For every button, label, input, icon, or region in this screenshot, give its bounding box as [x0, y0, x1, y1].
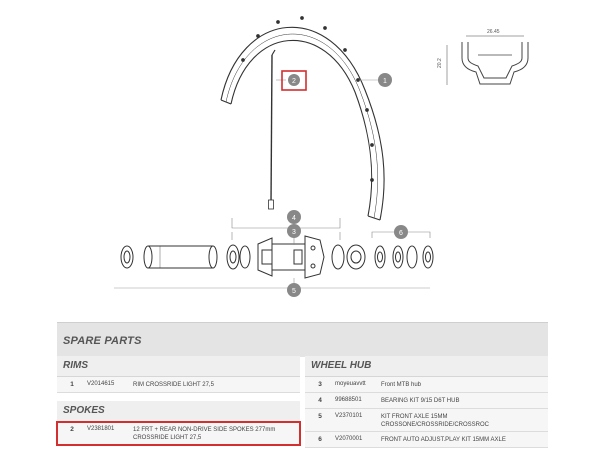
spare-parts-panel: SPARE PARTS RIMS 1 V2014615 RIM CROSSRID… — [56, 322, 548, 450]
part-reference: V2370101 — [335, 413, 363, 419]
left-column: RIMS 1 V2014615 RIM CROSSRIDE LIGHT 27,5… — [56, 356, 301, 446]
part-description: 12 FRT + REAR NON-DRIVE SIDE SPOKES 277m… — [133, 427, 276, 441]
callout-4: 4 — [287, 210, 301, 224]
callout-5-label: 5 — [292, 288, 296, 295]
part-description: BEARING KIT 9/15 D6T HUB — [381, 398, 460, 404]
profile-width-label: 26.45 — [487, 29, 500, 35]
part-row-1[interactable]: 1 V2014615 RIM CROSSRIDE LIGHT 27,5 — [57, 377, 300, 393]
part-row-6[interactable]: 6 V2070001 FRONT AUTO ADJUST.PLAY KIT 15… — [305, 432, 548, 448]
spoke-drawing — [268, 49, 276, 210]
exploded-wheel-diagram: 26.45 20.2 — [114, 16, 529, 297]
callout-1: 1 — [360, 73, 392, 87]
rim-profile: 26.45 20.2 — [437, 29, 529, 85]
callout-5: 5 — [287, 278, 301, 297]
part-row-2[interactable]: 2 V2381801 12 FRT + REAR NON-DRIVE SIDE … — [56, 421, 301, 446]
part-number: 3 — [318, 381, 322, 388]
part-row-4[interactable]: 4 99688501 BEARING KIT 9/15 D6T HUB — [305, 393, 548, 409]
part-row-3[interactable]: 3 moyeuavvtt Front MTB hub — [305, 377, 548, 393]
callout-3-label: 3 — [292, 229, 296, 236]
rims-heading: RIMS — [57, 356, 300, 377]
callout-1-label: 1 — [383, 78, 387, 85]
part-row-5[interactable]: 5 V2370101 KIT FRONT AXLE 15MM CROSSONE/… — [305, 409, 548, 432]
part-number: 2 — [70, 426, 74, 433]
profile-height-label: 20.2 — [437, 58, 443, 68]
part-reference: 99688501 — [335, 397, 362, 403]
part-description: Front MTB hub — [381, 382, 422, 388]
part-reference: V2014615 — [87, 381, 115, 387]
part-description: FRONT AUTO ADJUST.PLAY KIT 15MM AXLE — [381, 437, 506, 443]
callout-2: 2 — [276, 70, 307, 91]
right-column: WHEEL HUB 3 moyeuavvtt Front MTB hub 4 9… — [305, 356, 548, 448]
spare-parts-header: SPARE PARTS — [57, 322, 548, 357]
spokes-heading: SPOKES — [57, 401, 300, 422]
spare-parts-title: SPARE PARTS — [63, 335, 142, 347]
part-number: 4 — [318, 397, 322, 404]
callout-2-label: 2 — [292, 78, 296, 85]
part-description: KIT FRONT AXLE 15MM CROSSONE/CROSSRIDE/C… — [381, 414, 490, 428]
rim-drawing — [220, 16, 385, 221]
hub-assembly — [114, 218, 434, 289]
part-number: 1 — [70, 381, 74, 388]
part-reference: V2070001 — [335, 436, 363, 442]
callout-6-label: 6 — [399, 230, 403, 237]
callout-6: 6 — [394, 225, 408, 239]
part-number: 5 — [318, 413, 322, 420]
wheel-hub-heading: WHEEL HUB — [305, 356, 548, 377]
callout-3: 3 — [287, 224, 301, 238]
part-description: RIM CROSSRIDE LIGHT 27,5 — [133, 382, 214, 388]
part-reference: V2381801 — [87, 426, 115, 432]
part-reference: moyeuavvtt — [335, 381, 366, 387]
callout-4-label: 4 — [292, 215, 296, 222]
part-number: 6 — [318, 436, 322, 443]
